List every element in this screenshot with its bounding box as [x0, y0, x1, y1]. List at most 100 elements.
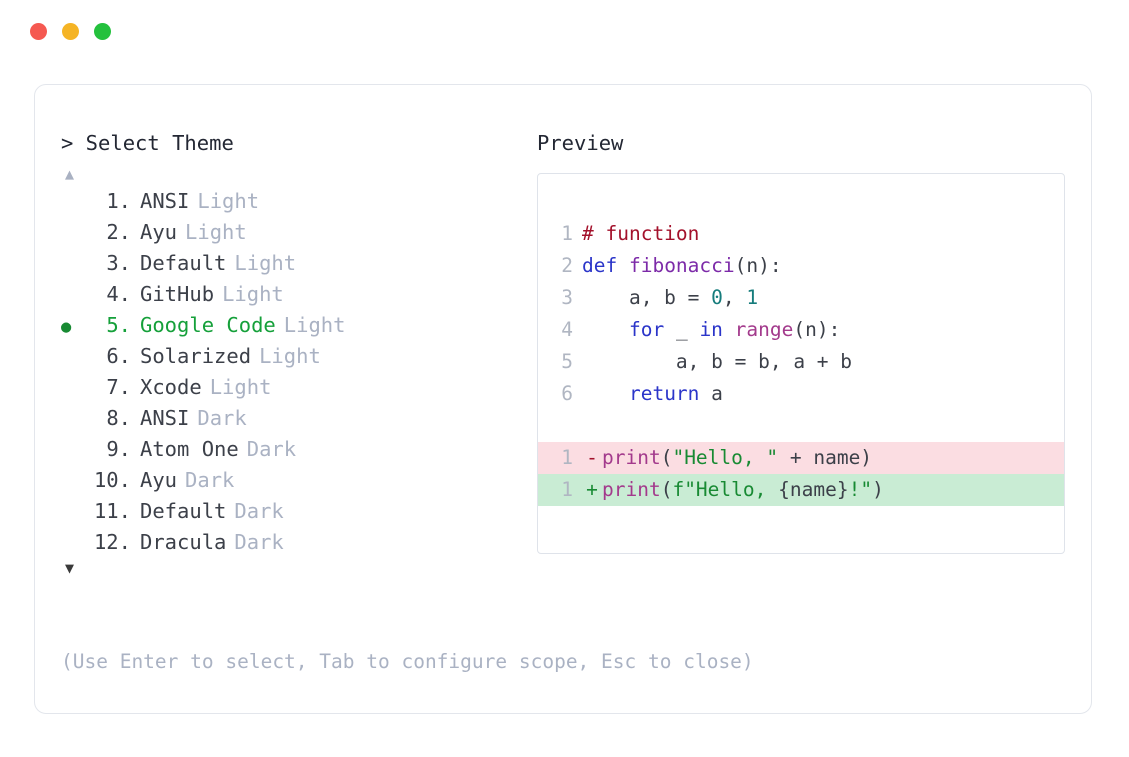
- bullet-placeholder: [61, 530, 85, 559]
- theme-item-name: Solarized: [140, 344, 252, 368]
- maximize-button[interactable]: [94, 22, 111, 40]
- line-number: 2: [561, 254, 573, 277]
- theme-item-name: Atom One: [140, 437, 239, 461]
- theme-item-name: GitHub: [140, 282, 215, 306]
- code-token-keyword: return: [628, 382, 700, 405]
- bullet-placeholder: [61, 468, 85, 497]
- theme-item-variant: Dark: [234, 530, 284, 554]
- line-number: 5: [561, 350, 573, 373]
- traffic-lights: [30, 22, 111, 40]
- theme-item-variant: Dark: [197, 406, 247, 430]
- code-line-text: a, b = b, a + b: [582, 346, 852, 378]
- diff-line-minus: 1-print("Hello, " + name): [538, 442, 1064, 474]
- code-token-plain: a: [699, 382, 723, 405]
- code-token-number: 0: [711, 286, 723, 309]
- code-token-comment: # function: [582, 222, 700, 245]
- code-token-plain: [582, 382, 629, 405]
- code-token-plain: (: [660, 478, 673, 501]
- code-token-plain: ): [872, 478, 884, 501]
- scroll-down-icon[interactable]: ▼: [65, 559, 75, 577]
- code-token-func: fibonacci: [628, 254, 735, 277]
- theme-item-number: 5.: [106, 313, 131, 337]
- code-line: 3 a, b = 0, 1: [538, 282, 1064, 314]
- bullet-placeholder: [61, 220, 85, 249]
- line-number: 6: [561, 382, 573, 405]
- code-blank-line: [538, 410, 1064, 442]
- theme-item-name: ANSI: [140, 406, 190, 430]
- code-line-text: a, b = 0, 1: [582, 282, 758, 314]
- theme-item-variant: Dark: [246, 437, 297, 461]
- code-token-builtin: print: [602, 446, 661, 469]
- code-token-plain: a, b =: [582, 286, 712, 309]
- code-line-text: # function: [582, 218, 699, 250]
- code-token-plain: ,: [722, 286, 747, 309]
- theme-item-name: Default: [140, 251, 227, 275]
- code-line: 6 return a: [538, 378, 1064, 410]
- code-line-text: def fibonacci(n):: [582, 250, 782, 282]
- bullet-placeholder: [61, 499, 85, 528]
- page-title: > Select Theme: [61, 131, 234, 155]
- scroll-up-icon[interactable]: ▲: [65, 165, 75, 183]
- theme-list-item[interactable]: 8. ANSI Dark: [61, 404, 531, 435]
- code-token-builtin: range: [734, 318, 794, 341]
- theme-list-item[interactable]: 12. Dracula Dark: [61, 528, 531, 559]
- code-token-keyword: def: [582, 254, 629, 277]
- diff-line-text: print("Hello, " + name): [602, 442, 872, 474]
- theme-item-name: Dracula: [140, 530, 227, 554]
- code-token-keyword: for: [628, 318, 665, 341]
- bullet-placeholder: [61, 437, 85, 466]
- code-token-plain: _: [664, 318, 700, 341]
- bullet-placeholder: [61, 375, 85, 404]
- code-token-number: 1: [746, 286, 759, 309]
- close-button[interactable]: [30, 22, 47, 40]
- theme-item-number: 4.: [106, 282, 131, 306]
- theme-item-name: Ayu: [140, 220, 178, 244]
- bullet-placeholder: [61, 189, 85, 218]
- theme-item-number: 11.: [93, 499, 131, 523]
- window-titlebar: [0, 0, 1129, 62]
- line-number: 1: [561, 222, 573, 245]
- code-line-text: for _ in range(n):: [582, 314, 840, 346]
- theme-item-variant: Light: [234, 251, 297, 275]
- line-number: 1: [561, 446, 573, 469]
- theme-item-variant: Light: [209, 375, 272, 399]
- theme-list-item[interactable]: 4. GitHub Light: [61, 280, 531, 311]
- minimize-button[interactable]: [62, 22, 79, 40]
- code-token-string: "Hello, ": [672, 446, 779, 469]
- theme-item-number: 1.: [106, 189, 131, 213]
- theme-item-variant: Light: [222, 282, 284, 306]
- theme-item-name: Google Code: [140, 313, 276, 337]
- theme-item-name: Xcode: [140, 375, 202, 399]
- code-token-plain: (n):: [734, 254, 782, 277]
- theme-item-variant: Light: [259, 344, 321, 368]
- code-token-string: !": [848, 478, 873, 501]
- bullet-placeholder: [61, 406, 85, 435]
- code-token-plain: (: [660, 446, 673, 469]
- line-number: 3: [561, 286, 573, 309]
- diff-sign: -: [586, 446, 598, 469]
- code-token-plain: a, b = b, a + b: [582, 350, 853, 373]
- theme-list-item[interactable]: 3. Default Light: [61, 249, 531, 280]
- selected-bullet-icon: ●: [61, 317, 72, 337]
- theme-item-variant: Dark: [234, 499, 284, 523]
- theme-item-number: 12.: [93, 530, 131, 554]
- theme-item-number: 3.: [106, 251, 131, 275]
- code-token-builtin: print: [602, 478, 661, 501]
- code-token-plain: [582, 318, 629, 341]
- code-line: 2 def fibonacci(n):: [538, 250, 1064, 282]
- theme-item-number: 8.: [106, 406, 131, 430]
- theme-item-name: Default: [140, 499, 227, 523]
- theme-list-item[interactable]: 11. Default Dark: [61, 497, 531, 528]
- theme-item-variant: Light: [197, 189, 260, 213]
- bullet-placeholder: [61, 282, 85, 311]
